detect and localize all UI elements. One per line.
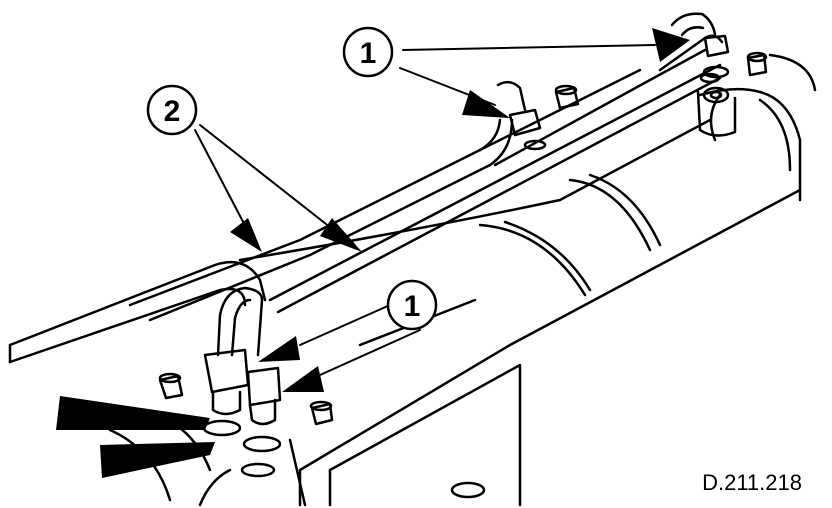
- arrowhead-2: [462, 90, 510, 118]
- drawing-reference: D.211.218: [702, 470, 802, 495]
- cylinder-body: [238, 53, 817, 507]
- blanking-plugs: [158, 51, 768, 426]
- arrowhead-1: [652, 28, 690, 62]
- callout-1-top: 1: [342, 26, 394, 78]
- svg-text:1: 1: [360, 37, 377, 70]
- svg-text:1: 1: [404, 290, 421, 323]
- elbow-fittings: [203, 12, 730, 426]
- arrowhead-6: [282, 366, 324, 392]
- arrowhead-5: [258, 336, 300, 362]
- end-bracket: [696, 86, 737, 137]
- callout-2: 2: [146, 84, 198, 136]
- arrowhead-8: [100, 442, 215, 478]
- arrowhead-3: [230, 218, 262, 252]
- svg-text:2: 2: [164, 95, 181, 128]
- callout-1-mid: 1: [386, 279, 438, 331]
- arrowhead-4: [320, 218, 362, 252]
- arrowhead-7: [56, 396, 210, 430]
- arrowheads: [56, 28, 690, 478]
